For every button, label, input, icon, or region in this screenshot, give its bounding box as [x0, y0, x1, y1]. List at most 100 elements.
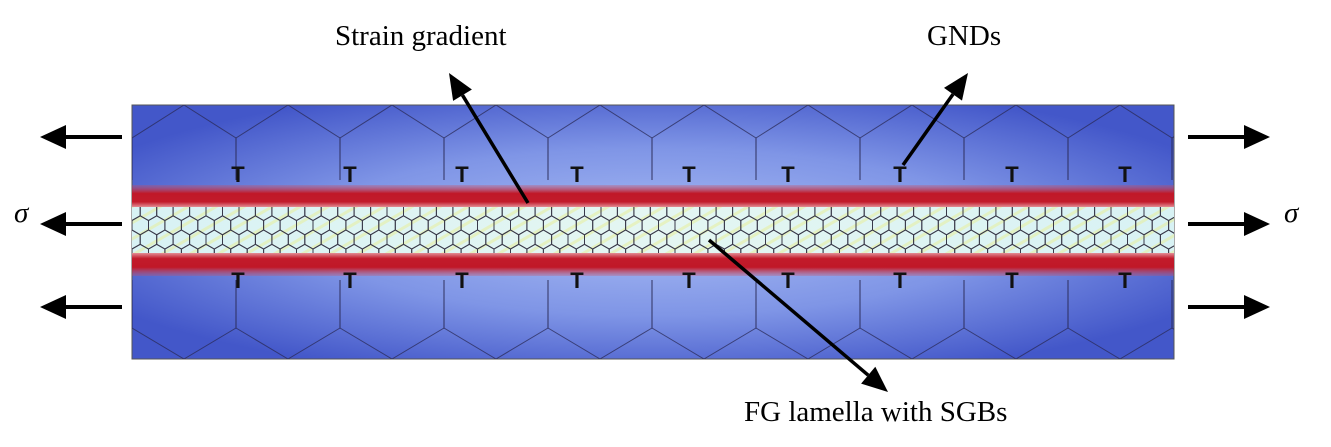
fine-grain-boundary — [378, 243, 396, 253]
fine-grain-boundary — [970, 243, 989, 253]
fine-grain-boundary — [575, 243, 594, 253]
fine-grain-boundary — [888, 243, 906, 253]
fine-grain-boundary — [641, 243, 659, 253]
fine-grain-boundary — [559, 243, 577, 253]
tensile-load-arrow-icon — [1244, 295, 1270, 319]
fine-grain-boundary — [658, 243, 676, 253]
bottom-coarse-grain-boundaries — [132, 280, 1174, 359]
callout-arrow-shaft — [707, 238, 870, 377]
fine-grain-boundary — [1135, 243, 1153, 253]
fg-lamella-grain-boundaries — [107, 202, 1174, 253]
fine-grain-boundary — [1069, 243, 1087, 253]
fine-grain-boundary — [197, 243, 215, 253]
tensile-load-arrows — [40, 125, 1270, 319]
fine-grain-boundary — [329, 243, 347, 253]
fine-grain-boundary — [822, 243, 840, 253]
coarse-grain-boundary — [1171, 280, 1174, 330]
fine-grain-boundary — [756, 243, 775, 253]
dislocation-t-icon: T — [455, 162, 469, 187]
fine-grain-boundary — [296, 243, 314, 253]
strain-gradient-band-top — [132, 185, 1174, 209]
fine-grain-boundary — [361, 243, 380, 253]
dislocation-t-icon: T — [682, 162, 696, 187]
fine-grain-boundary — [691, 243, 709, 253]
stress-symbol-right: σ — [1284, 197, 1299, 229]
callout-arrow-shaft — [461, 94, 530, 204]
fine-grain-boundary — [872, 243, 890, 253]
fine-grain-boundary — [312, 243, 330, 253]
fine-grain-boundary — [674, 243, 692, 253]
fine-grain-boundary — [279, 243, 297, 253]
fine-grain-boundary — [230, 243, 248, 253]
dislocation-t-icon: T — [781, 162, 795, 187]
fine-grain-boundary — [132, 243, 149, 253]
callout-arrow-shaft — [901, 93, 955, 167]
fine-grain-boundary — [839, 243, 857, 253]
tensile-load-arrow-icon — [40, 212, 66, 236]
tensile-load-arrow-icon — [40, 125, 66, 149]
fine-grain-boundary — [1118, 243, 1137, 253]
fine-grain-boundary — [263, 243, 281, 253]
fine-grain-boundary — [510, 243, 528, 253]
fine-grain-boundary — [625, 243, 643, 253]
fine-grain-boundary — [477, 243, 495, 253]
fine-grain-boundary — [904, 243, 923, 253]
fine-grain-boundary — [1036, 243, 1054, 253]
fine-grain-boundary — [789, 243, 808, 253]
coarse-grain-boundary — [132, 137, 133, 180]
tensile-load-arrow-icon — [40, 295, 66, 319]
fine-grain-boundary — [806, 243, 824, 253]
fine-grain-boundary — [394, 243, 413, 253]
fine-grain-boundary — [493, 243, 511, 253]
fine-grain-boundary — [427, 243, 446, 253]
fine-grain-boundary — [592, 243, 610, 253]
coarse-grain-boundary — [1171, 136, 1174, 180]
dislocation-t-icon: T — [893, 268, 907, 293]
callout-arrows — [449, 73, 968, 392]
fine-grain-boundary — [608, 243, 627, 253]
dislocation-t-icon: T — [570, 268, 584, 293]
coarse-grain-boundary — [132, 280, 133, 329]
top-coarse-grain-boundaries — [132, 105, 1174, 180]
fine-grain-boundary — [937, 243, 956, 253]
fine-grain-boundary — [1102, 243, 1120, 253]
dislocation-t-icon: T — [893, 162, 907, 187]
fine-grain-boundary — [542, 243, 561, 253]
tensile-load-arrow-icon — [1244, 212, 1270, 236]
tensile-load-arrow-icon — [1244, 125, 1270, 149]
fine-grain-boundary — [164, 243, 182, 253]
fine-grain-boundary — [148, 243, 166, 253]
fine-grain-boundary — [1020, 243, 1038, 253]
strain-gradient-band-bottom — [132, 251, 1174, 276]
fine-grain-boundary — [921, 243, 939, 253]
dislocation-t-icon: T — [343, 162, 357, 187]
fine-grain-boundary — [723, 243, 742, 253]
fine-grain-boundary — [213, 243, 232, 253]
dislocation-t-icon: T — [1118, 162, 1132, 187]
dislocation-t-icon: T — [1118, 268, 1132, 293]
dislocation-t-icon: T — [781, 268, 795, 293]
callout-arrow-icon — [449, 73, 472, 101]
label-fg-lamella: FG lamella with SGBs — [744, 396, 1008, 428]
fine-grain-boundary — [411, 243, 429, 253]
fine-grain-boundary — [1003, 243, 1021, 253]
dislocation-t-icon: T — [231, 162, 245, 187]
dislocation-t-icon: T — [570, 162, 584, 187]
fine-grain-boundary — [460, 243, 478, 253]
fine-grain-boundary — [740, 243, 758, 253]
label-gnds: GNDs — [927, 20, 1002, 52]
label-strain-gradient: Strain gradient — [335, 20, 507, 52]
fine-grain-boundary — [246, 243, 265, 253]
dislocation-t-icon: T — [682, 268, 696, 293]
stress-symbol-left: σ — [14, 197, 29, 229]
fine-grain-boundary — [132, 248, 133, 253]
fine-grain-boundary — [526, 243, 544, 253]
fine-grain-boundary — [107, 202, 124, 221]
fine-grain-boundary — [1053, 243, 1071, 253]
fine-grain-boundary — [1151, 243, 1170, 253]
callout-arrow-icon — [944, 73, 968, 101]
dislocation-t-icon: T — [1005, 162, 1019, 187]
